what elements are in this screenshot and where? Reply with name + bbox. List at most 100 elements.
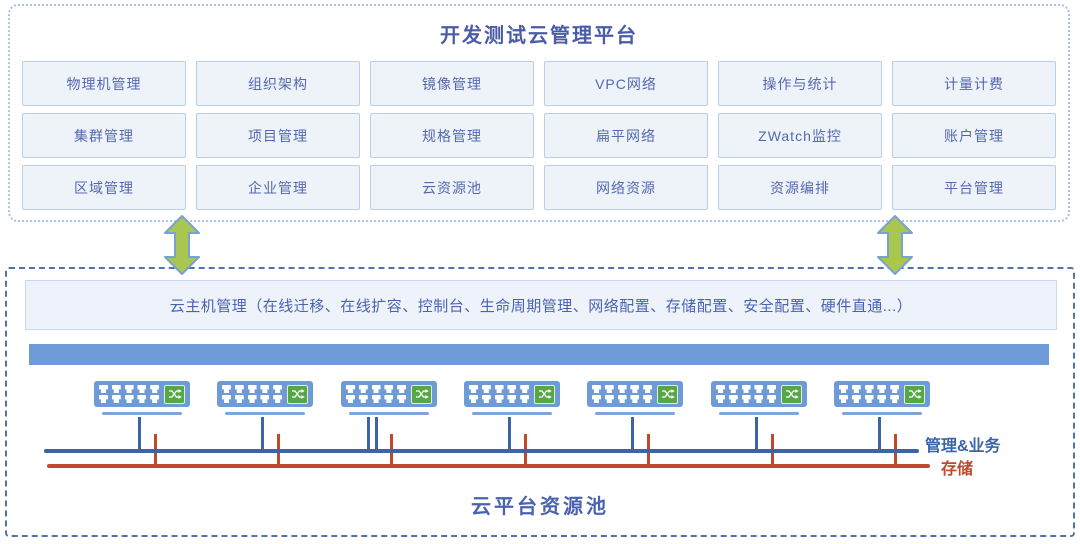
port-row	[346, 385, 407, 403]
port-icon	[617, 385, 627, 393]
port-icon	[111, 385, 121, 393]
port-icon	[481, 385, 491, 393]
port-icon	[371, 395, 381, 403]
port-icon	[247, 385, 257, 393]
management-uplink-line	[755, 417, 758, 453]
management-uplink-line	[631, 417, 634, 453]
port-icon	[754, 385, 764, 393]
port-icon	[99, 395, 108, 403]
server-node-3	[341, 381, 437, 417]
module-box-13: 区域管理	[22, 165, 186, 210]
port-icon	[617, 395, 627, 403]
port-row	[839, 385, 900, 403]
management-uplink-line	[138, 417, 141, 453]
port-icon	[234, 395, 244, 403]
server-switch-icon	[341, 381, 437, 407]
crossover-switch-icon	[781, 384, 802, 404]
port-icon	[864, 385, 874, 393]
virtualization-layer-bar	[29, 344, 1049, 365]
port-icon	[728, 395, 738, 403]
management-uplink-line	[878, 417, 881, 453]
server-base-line	[595, 412, 675, 415]
port-icon	[222, 395, 231, 403]
port-icon	[469, 385, 478, 393]
port-icon	[520, 385, 530, 393]
port-icon	[346, 385, 355, 393]
port-icon	[384, 395, 394, 403]
port-icon	[520, 395, 530, 403]
crossover-switch-icon	[904, 384, 925, 404]
port-icon	[273, 395, 283, 403]
port-icon	[99, 385, 108, 393]
server-switch-icon	[711, 381, 807, 407]
port-icon	[864, 395, 874, 403]
port-icon	[851, 385, 861, 393]
port-icon	[481, 395, 491, 403]
port-icon	[767, 395, 777, 403]
module-box-7: 集群管理	[22, 113, 186, 158]
server-base-line	[349, 412, 429, 415]
management-uplink-line	[508, 417, 511, 453]
server-switch-icon	[834, 381, 930, 407]
port-icon	[890, 385, 900, 393]
server-base-line	[472, 412, 552, 415]
management-network-bus	[44, 449, 919, 453]
server-node-7	[834, 381, 930, 417]
module-box-11: ZWatch监控	[718, 113, 882, 158]
port-icon	[397, 385, 407, 393]
port-icon	[124, 395, 134, 403]
port-icon	[260, 385, 270, 393]
server-node-1	[94, 381, 190, 417]
port-icon	[507, 395, 517, 403]
server-node-5	[587, 381, 683, 417]
port-icon	[234, 385, 244, 393]
platform-title: 开发测试云管理平台	[440, 25, 638, 47]
port-icon	[358, 395, 368, 403]
port-row	[99, 385, 160, 403]
port-row	[469, 385, 530, 403]
module-box-12: 账户管理	[892, 113, 1056, 158]
vm-management-bar: 云主机管理（在线迁移、在线扩容、控制台、生命周期管理、网络配置、存储配置、安全配…	[25, 280, 1057, 330]
server-base-line	[842, 412, 922, 415]
port-icon	[630, 395, 640, 403]
port-icon	[507, 385, 517, 393]
port-icon	[346, 395, 355, 403]
module-box-15: 云资源池	[370, 165, 534, 210]
management-uplink-line	[367, 417, 370, 453]
sync-arrow-left-icon	[163, 214, 201, 276]
port-icon	[273, 385, 283, 393]
module-box-8: 项目管理	[196, 113, 360, 158]
port-icon	[839, 395, 848, 403]
port-icon	[643, 385, 653, 393]
server-switch-icon	[587, 381, 683, 407]
port-icon	[877, 395, 887, 403]
management-uplink-line	[261, 417, 264, 453]
server-switch-icon	[217, 381, 313, 407]
port-icon	[494, 395, 504, 403]
port-icon	[137, 385, 147, 393]
module-box-16: 网络资源	[544, 165, 708, 210]
server-switch-icon	[94, 381, 190, 407]
port-icon	[877, 385, 887, 393]
port-icon	[222, 385, 231, 393]
port-icon	[260, 395, 270, 403]
port-icon	[604, 385, 614, 393]
port-icon	[767, 385, 777, 393]
port-icon	[397, 395, 407, 403]
module-box-18: 平台管理	[892, 165, 1056, 210]
port-icon	[592, 395, 601, 403]
port-icon	[643, 395, 653, 403]
port-icon	[839, 385, 848, 393]
port-icon	[371, 385, 381, 393]
server-base-line	[102, 412, 182, 415]
port-icon	[728, 385, 738, 393]
port-icon	[604, 395, 614, 403]
server-base-line	[719, 412, 799, 415]
port-icon	[358, 385, 368, 393]
management-network-label: 管理&业务	[925, 438, 1001, 455]
port-row	[222, 385, 283, 403]
port-row	[592, 385, 653, 403]
management-uplink-line	[375, 417, 378, 453]
